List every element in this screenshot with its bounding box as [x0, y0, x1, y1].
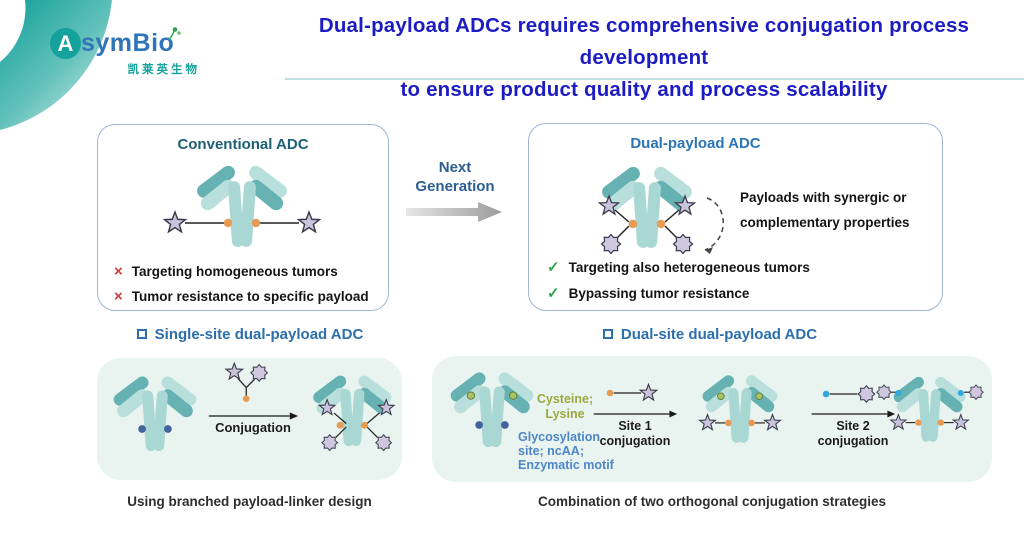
branched-dual-payload-adc-diagram	[310, 373, 395, 451]
corner-swoosh-decoration	[0, 0, 112, 130]
slide-title-line1: Dual-payload ADCs requires comprehensive…	[318, 14, 970, 69]
bullet-text: Targeting homogeneous tumors	[131, 264, 338, 279]
single-site-caption: Using branched payload-linker design	[127, 494, 372, 509]
dual-payload-adc-title: Dual-payload ADC	[630, 135, 761, 152]
conventional-bullets: × Targeting homogeneous tumors × Tumor r…	[114, 263, 369, 305]
bullet-text: Targeting also heterogeneous tumors	[568, 260, 810, 275]
cross-icon: ×	[114, 288, 123, 305]
naked-antibody-diagram	[111, 373, 199, 452]
conventional-adc-title: Conventional ADC	[177, 136, 309, 153]
dual-bullets: ✓ Targeting also heterogeneous tumors ✓ …	[547, 258, 810, 302]
logo-chinese-text: 凯莱英生物	[127, 64, 200, 76]
bullet-text: Bypassing tumor resistance	[568, 286, 750, 301]
conventional-adc-box: Conventional ADC × Targeting homogeneous…	[97, 124, 389, 311]
glyco-line1: Glycosylation	[518, 430, 600, 444]
glyco-line2: site; ncAA;	[518, 444, 584, 458]
dual-site-conjugated-antibody-diagram	[876, 374, 984, 443]
dual-site-panel: Cysteine; Lysine Glycosylation site; ncA…	[432, 356, 992, 482]
conventional-adc-diagram	[163, 163, 321, 248]
slide-title-line2: to ensure product quality and process sc…	[400, 78, 888, 101]
logo: A symBio 凯莱英生物	[50, 26, 200, 77]
branched-payload-linker-icon	[225, 362, 268, 402]
dual-payload-adc-diagram	[598, 164, 724, 255]
lysine-line: Lysine	[545, 407, 585, 421]
next-generation-line1: Next	[438, 159, 472, 176]
site1-payload-icon	[606, 383, 658, 401]
site2-line1: Site 2	[836, 419, 870, 433]
site1-line1: Site 1	[618, 419, 652, 433]
bullet-bypassing-resistance: ✓ Bypassing tumor resistance	[547, 284, 810, 302]
check-icon: ✓	[547, 259, 560, 276]
square-bullet-icon	[136, 329, 147, 339]
bullet-homogeneous-tumors: × Targeting homogeneous tumors	[114, 263, 369, 280]
payloads-note-line2: complementary properties	[740, 215, 910, 230]
conjugation-arrow-icon	[208, 412, 299, 420]
logo-a-badge-icon: A	[50, 28, 81, 59]
single-site-panel: Conjugation	[97, 358, 402, 480]
site1-line2: conjugation	[599, 434, 671, 448]
glycosylation-label: Glycosylation site; ncAA; Enzymatic moti…	[518, 430, 648, 472]
bullet-text: Tumor resistance to specific payload	[131, 289, 369, 304]
single-site-header: Single-site dual-payload ADC	[100, 326, 400, 343]
payloads-note-line1: Payloads with synergic or	[740, 190, 907, 205]
single-site-header-text: Single-site dual-payload ADC	[154, 326, 364, 343]
cysteine-lysine-label: Cysteine; Lysine	[518, 392, 612, 422]
check-icon: ✓	[547, 285, 560, 302]
logo-sprout-icon	[168, 26, 182, 40]
next-generation-arrow-icon	[406, 202, 502, 222]
site2-payload-icon	[822, 385, 876, 403]
dual-site-header: Dual-site dual-payload ADC	[530, 326, 890, 343]
title-underline	[285, 78, 1024, 80]
cysteine-line: Cysteine;	[536, 392, 594, 406]
bullet-heterogeneous-tumors: ✓ Targeting also heterogeneous tumors	[547, 258, 810, 276]
site2-conjugation-label: Site 2 conjugation	[806, 419, 900, 449]
payloads-note: Payloads with synergic or complementary …	[740, 185, 945, 235]
dual-site-header-text: Dual-site dual-payload ADC	[620, 326, 818, 343]
conjugation-label: Conjugation	[215, 420, 291, 435]
logo-wordmark: symBio	[81, 29, 175, 57]
antibody-with-sites-diagram	[448, 369, 536, 448]
site1-conjugation-label: Site 1 conjugation	[588, 419, 682, 449]
next-generation-line2: Generation	[415, 178, 495, 195]
site1-arrow-icon	[593, 410, 678, 418]
site2-line2: conjugation	[817, 434, 889, 448]
next-generation-label: Next Generation	[400, 158, 510, 196]
site2-arrow-icon	[811, 410, 896, 418]
square-bullet-icon	[602, 329, 613, 339]
bullet-tumor-resistance: × Tumor resistance to specific payload	[114, 288, 369, 305]
site1-conjugated-antibody-diagram	[699, 373, 781, 444]
cross-icon: ×	[114, 263, 123, 280]
dual-site-caption: Combination of two orthogonal conjugatio…	[538, 494, 886, 509]
glyco-line3: Enzymatic motif	[518, 458, 614, 472]
dual-payload-adc-box: Dual-payload ADC ✓ Targeting also hetero…	[528, 123, 943, 311]
slide-title: Dual-payload ADCs requires comprehensive…	[268, 10, 1020, 106]
